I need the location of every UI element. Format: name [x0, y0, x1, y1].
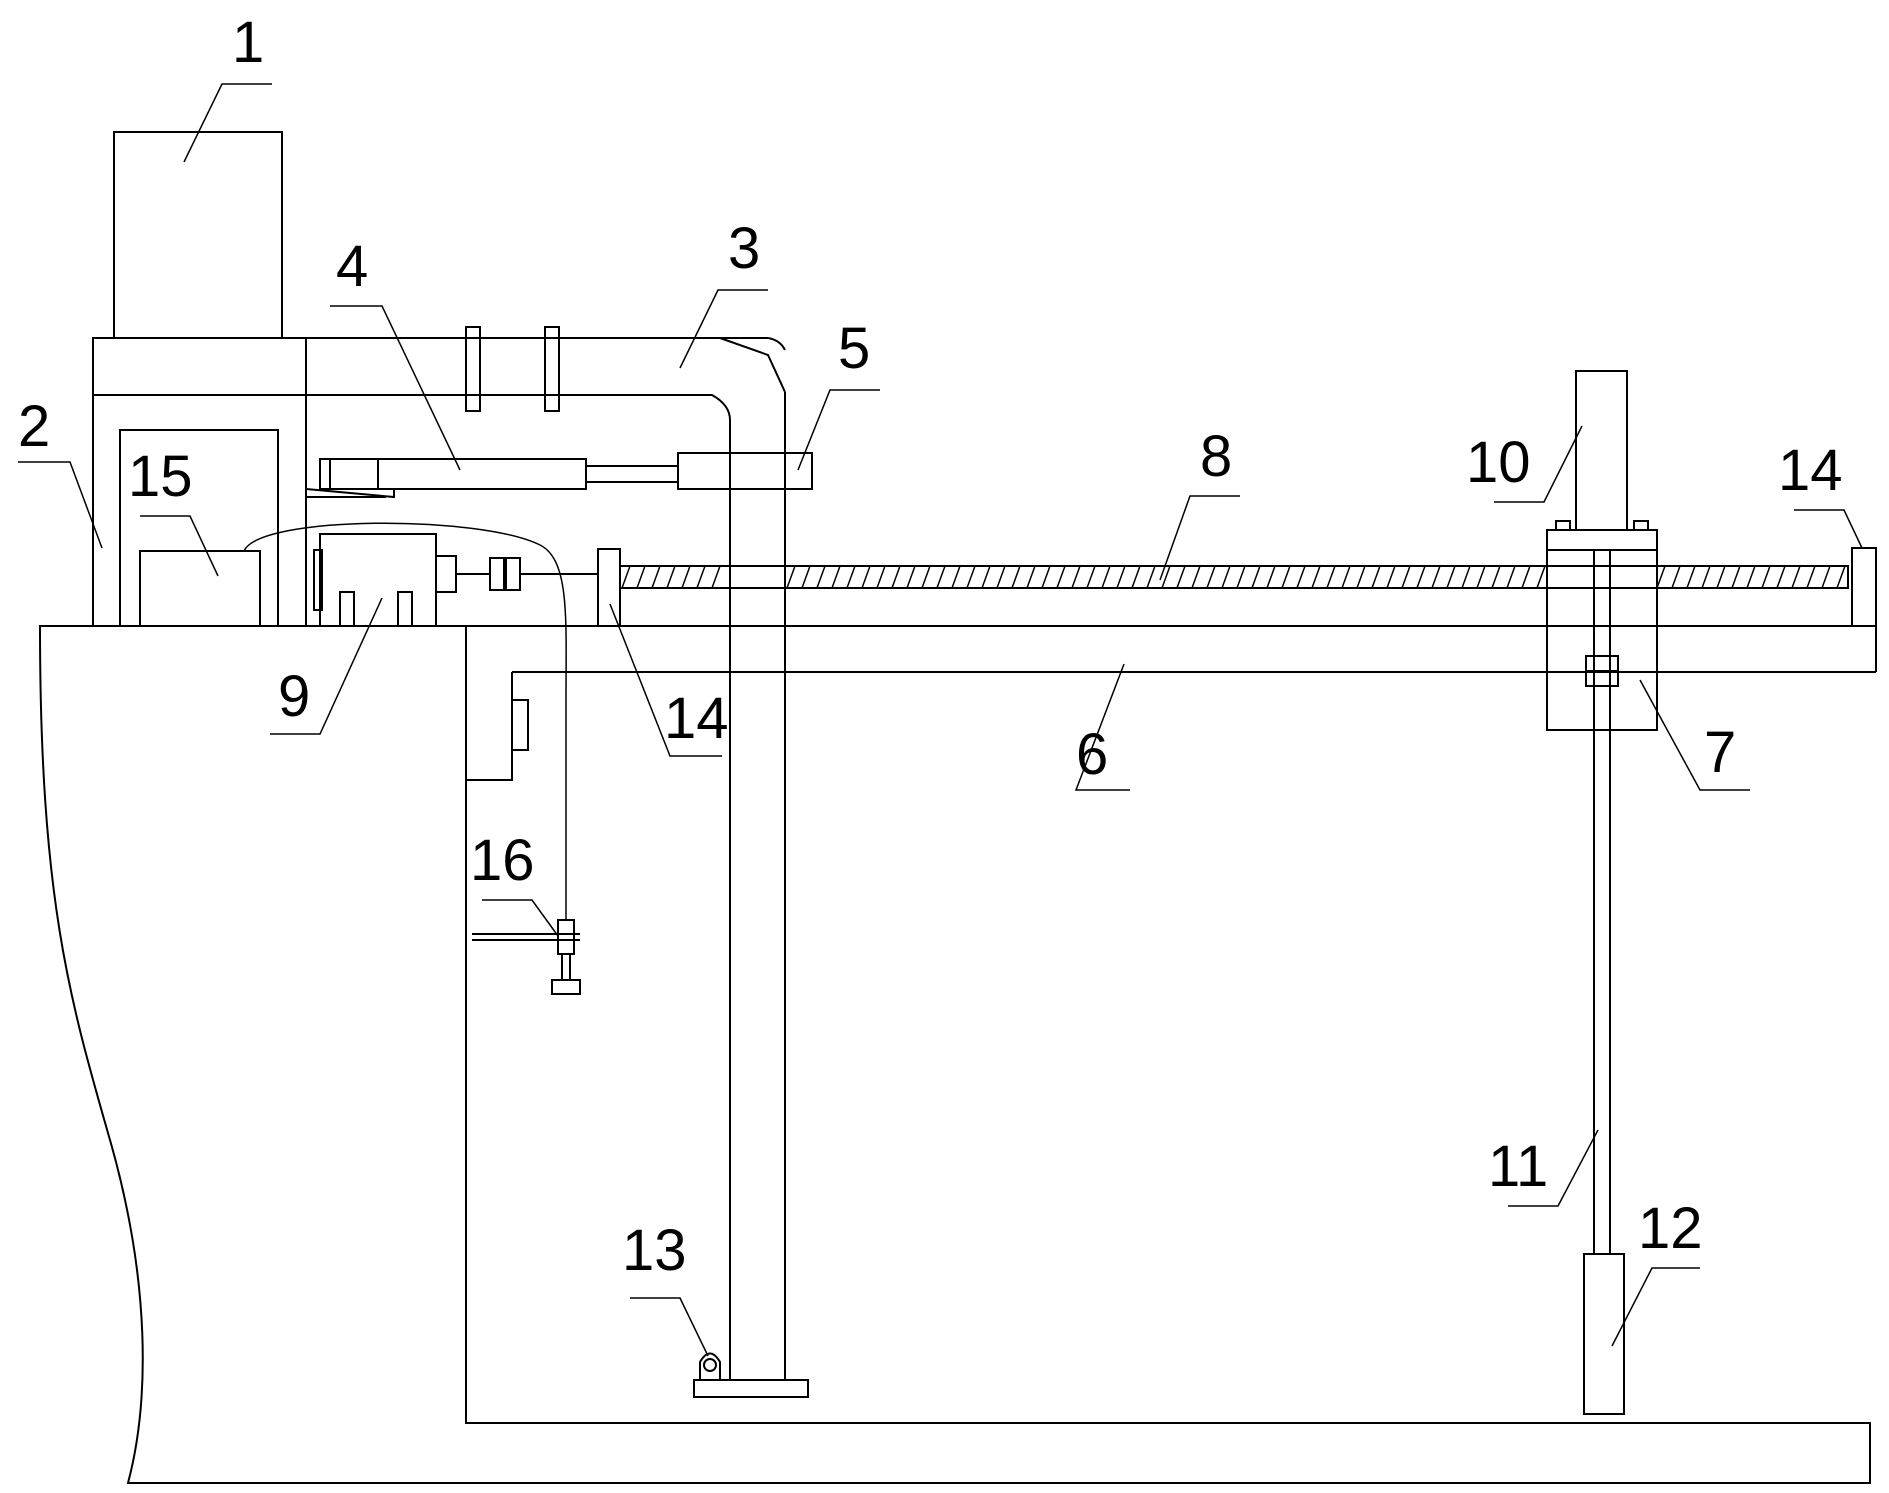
part-6-rail	[466, 625, 1877, 781]
label-6: 6	[1076, 722, 1108, 787]
part-11-rod	[1585, 550, 1619, 1254]
ground-base	[38, 625, 1871, 1484]
label-8: 8	[1200, 424, 1232, 489]
part-14-bearing-right	[1851, 547, 1877, 627]
part-16-sensor	[243, 522, 581, 995]
label-13: 13	[622, 1218, 687, 1283]
label-12: 12	[1638, 1196, 1703, 1261]
label-5: 5	[838, 316, 870, 381]
part-13-pivot	[693, 1352, 809, 1398]
part-1-box	[113, 131, 283, 339]
part-12-probe	[1583, 1253, 1625, 1415]
label-14-left: 14	[664, 686, 729, 751]
label-1: 1	[232, 10, 264, 75]
leader-lines	[18, 83, 1863, 1357]
label-10: 10	[1466, 430, 1531, 495]
label-16: 16	[470, 828, 535, 893]
part-9-motor	[313, 533, 598, 627]
part-labels: 1 2 3 4 5 6 7 8 9 10 11 12 13 14 14 15 1…	[18, 10, 1843, 1283]
label-11: 11	[1488, 1134, 1548, 1199]
part-4-cylinder	[305, 458, 679, 499]
part-10-post	[1575, 370, 1628, 531]
label-15: 15	[128, 444, 193, 509]
label-3: 3	[728, 216, 760, 281]
label-4: 4	[336, 234, 368, 299]
label-2: 2	[18, 394, 50, 459]
label-14-right: 14	[1778, 438, 1843, 503]
label-9: 9	[278, 664, 310, 729]
part-14-bearing-left	[597, 548, 621, 627]
part-3-pipe	[306, 326, 786, 1380]
label-7: 7	[1704, 720, 1736, 785]
part-8-lead-screw	[619, 565, 1849, 589]
part-5-clamp	[677, 452, 813, 490]
part-15-control-box	[139, 550, 261, 627]
